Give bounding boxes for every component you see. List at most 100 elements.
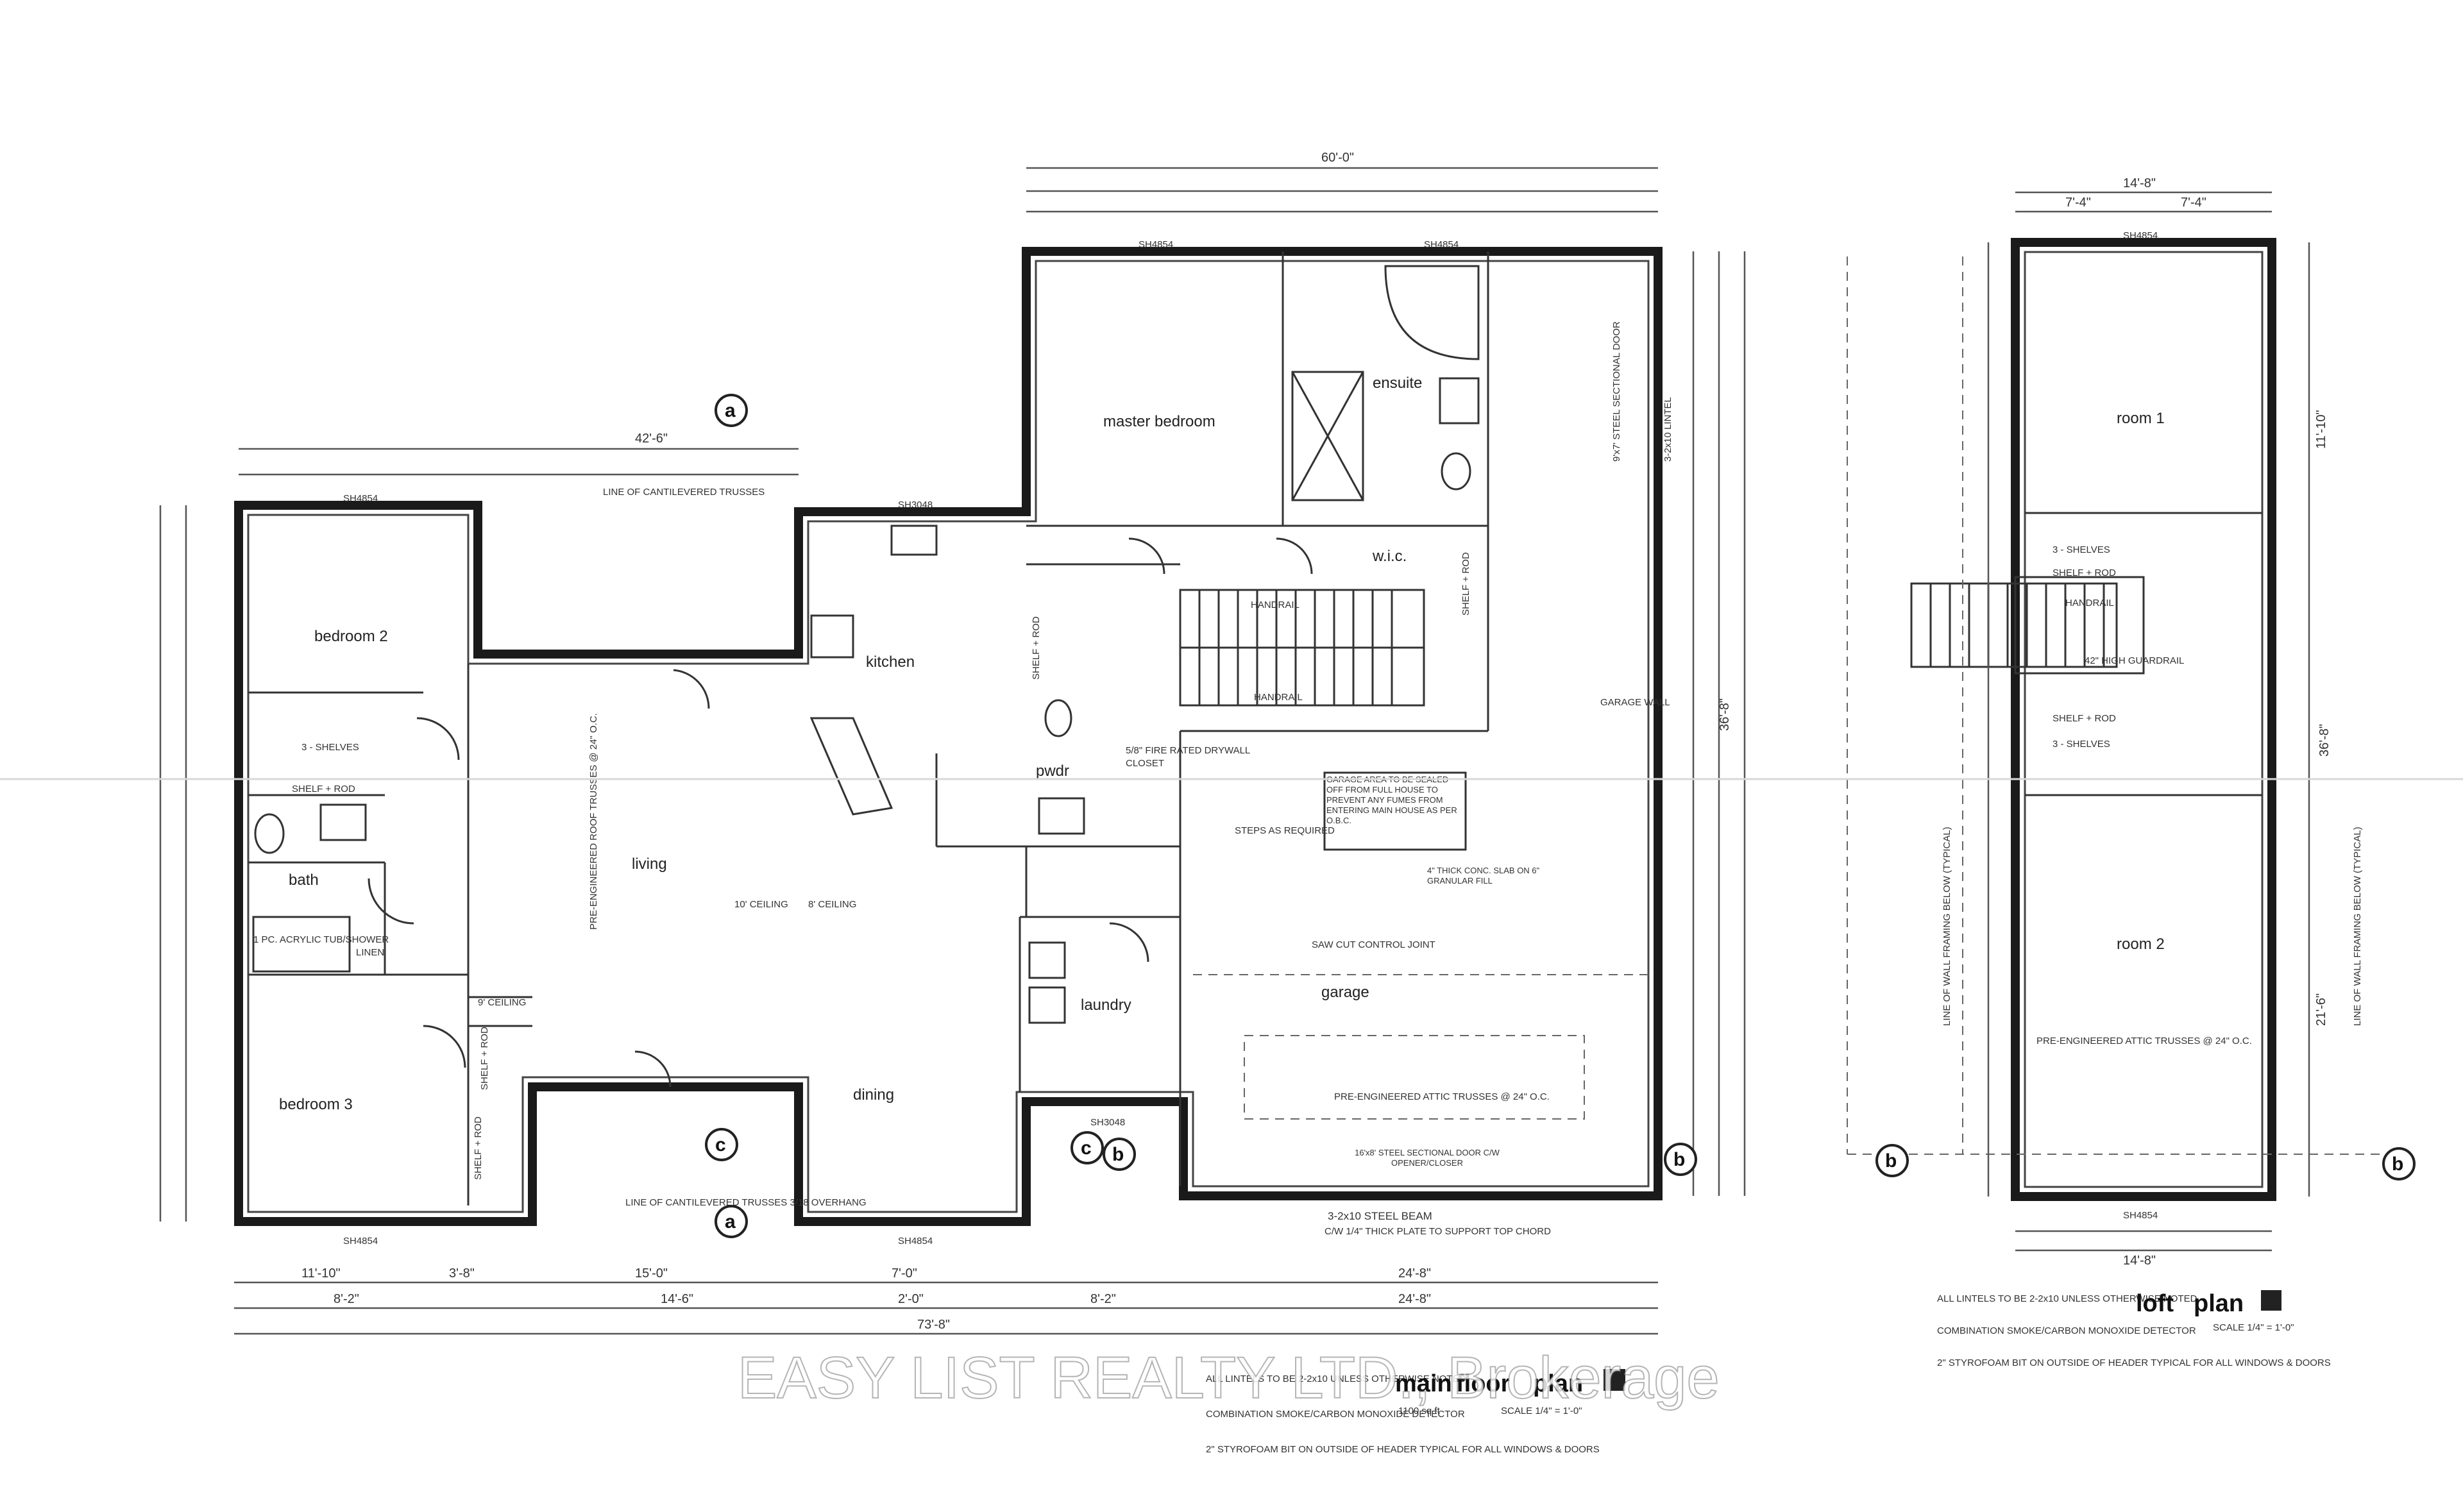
- dimension-lines: [159, 167, 1746, 1335]
- note-shelf-rod-5: SHELF + ROD: [473, 1116, 484, 1180]
- watermark: EASY LIST REALTY LTD., Brokerage: [738, 1345, 1720, 1411]
- svg-text:a: a: [725, 400, 736, 421]
- section-tag-b-mid: b: [1103, 1138, 1136, 1171]
- note-lintel: 3-2x10 LINTEL: [1663, 397, 1673, 462]
- note-beam-detail: C/W 1/4" THICK PLATE TO SUPPORT TOP CHOR…: [1325, 1226, 1551, 1237]
- note-fire-wall: 5/8" FIRE RATED DRYWALL: [1126, 745, 1250, 756]
- legend-item: ALL LINTELS TO BE 2-2x10 UNLESS OTHERWIS…: [1937, 1293, 2197, 1304]
- note-ceiling-8: 8' CEILING: [808, 899, 856, 910]
- loft-framing-lines: [1847, 256, 2386, 1155]
- svg-text:b: b: [1885, 1150, 1897, 1172]
- section-tag-a-bottom: a: [715, 1205, 748, 1238]
- note-cantilevered-top: LINE OF CANTILEVERED TRUSSES: [603, 487, 765, 498]
- note-trusses-living: PRE-ENGINEERED ROOF TRUSSES @ 24" O.C.: [588, 713, 599, 930]
- loft-title-block: loft plan SCALE 1/4" = 1'-0": [2136, 1290, 2294, 1333]
- interior-partitions: [248, 251, 1489, 1205]
- toilet-icon: [254, 813, 285, 854]
- note-shelf-rod-4: SHELF + ROD: [1460, 552, 1471, 616]
- interior-wall-line: [247, 260, 1650, 1213]
- dim-bottom-total: 73'-8": [917, 1318, 950, 1332]
- door-swings: [368, 537, 1313, 1088]
- window-label: SH4854: [1424, 239, 1459, 250]
- note-acrylic: 1 PC. ACRYLIC TUB/SHOWER: [253, 934, 389, 945]
- section-tag-a-top: a: [715, 394, 748, 427]
- kitchen-range: [810, 614, 854, 659]
- main-floor-plan: 60'-0" 42'-6" 73'-8" 11'-10" 3'-8" 15'-0…: [159, 151, 1746, 1455]
- room-wic: w.i.c.: [1372, 548, 1407, 565]
- section-tag-c-left: c: [705, 1128, 738, 1161]
- dim-bottom-seg-2: 14'-6": [661, 1292, 693, 1306]
- legend-item: 2" STYROFOAM BIT ON OUTSIDE OF HEADER TY…: [1206, 1444, 1600, 1455]
- dim-bottom-seg: 15'-0": [635, 1266, 668, 1281]
- loft-dim-side: 21'-6": [2314, 993, 2328, 1026]
- svg-text:c: c: [1081, 1138, 1092, 1159]
- note-handrail-2: HANDRAIL: [1254, 692, 1303, 703]
- legend-item: COMBINATION SMOKE/CARBON MONOXIDE DETECT…: [1206, 1409, 1465, 1420]
- loft-dimension-lines: [1987, 191, 2310, 1252]
- slab-note: 4" THICK CONC. SLAB ON 6" GRANULAR FILL: [1427, 866, 1539, 886]
- dim-bottom-seg-2: 24'-8": [1398, 1292, 1431, 1306]
- plan-scale: SCALE 1/4" = 1'-0": [1501, 1406, 1582, 1416]
- room-dining: dining: [853, 1086, 894, 1104]
- note-closet: CLOSET: [1126, 758, 1164, 769]
- dim-bottom-seg: 24'-8": [1398, 1266, 1431, 1281]
- plan-area: 1100 sq ft: [1398, 1406, 1441, 1416]
- room-master-bedroom: master bedroom: [1103, 413, 1215, 430]
- loft-note-shelves-1: 3 - SHELVES: [2052, 544, 2110, 555]
- note-ceiling-9: 9' CEILING: [478, 997, 526, 1008]
- room-powder: pwdr: [1036, 762, 1069, 780]
- loft-dim-width-bottom: 14'-8": [2123, 1254, 2156, 1268]
- loft-legend: ALL LINTELS TO BE 2-2x10 UNLESS OTHERWIS…: [1937, 1293, 2331, 1368]
- note-steps: STEPS AS REQUIRED: [1235, 825, 1335, 836]
- loft-note-guardrail: 42" HIGH GUARDRAIL: [2085, 655, 2184, 666]
- main-stairs: [1179, 589, 1425, 707]
- loft-note-shelves-2: 3 - SHELVES: [2052, 739, 2110, 750]
- room-kitchen: kitchen: [866, 653, 915, 671]
- loft-room-2: room 2: [2117, 936, 2165, 953]
- dim-garage-depth: 36'-8": [1718, 698, 1732, 731]
- window-label: SH3048: [898, 500, 933, 510]
- section-tag-c-mid: c: [1071, 1131, 1104, 1164]
- room-laundry: laundry: [1081, 996, 1131, 1014]
- dim-bottom-seg: 7'-0": [892, 1266, 917, 1281]
- loft-dim-half: 7'-4": [2181, 196, 2206, 210]
- loft-plan: 14'-8" 7'-4" 7'-4" 14'-8" 36'-8" 11'-10"…: [1847, 176, 2416, 1368]
- svg-text:b: b: [1673, 1149, 1685, 1170]
- plan-title-prefix: main: [1395, 1370, 1452, 1397]
- washer: [1028, 941, 1066, 979]
- plan-title-suffix: plan: [1533, 1370, 1583, 1397]
- svg-text:b: b: [1112, 1144, 1124, 1165]
- note-ceiling-10: 10' CEILING: [734, 899, 788, 910]
- loft-plan-scale: SCALE 1/4" = 1'-0": [2213, 1322, 2294, 1333]
- svg-text:b: b: [2392, 1154, 2403, 1175]
- toilet-icon: [1044, 699, 1072, 737]
- window-label: SH4854: [343, 493, 378, 504]
- note-sawcut: SAW CUT CONTROL JOINT: [1312, 939, 1435, 950]
- room-bedroom-2: bedroom 2: [314, 628, 388, 645]
- room-garage: garage: [1321, 984, 1369, 1001]
- note-beam: 3-2x10 STEEL BEAM: [1328, 1210, 1432, 1222]
- plumbing-fixtures: [252, 265, 1480, 1024]
- note-sec-door: 9'x7' STEEL SECTIONAL DOOR: [1611, 321, 1622, 462]
- garage-door-note: 16'x8' STEEL SECTIONAL DOOR C/W OPENER/C…: [1355, 1148, 1500, 1168]
- window-label: SH3048: [1090, 1117, 1125, 1128]
- vanity-sink: [319, 803, 367, 841]
- svg-text:a: a: [725, 1211, 736, 1232]
- kitchen-island: [809, 717, 893, 816]
- window-label: SH4854: [343, 1236, 378, 1247]
- corner-tub: [1384, 265, 1480, 360]
- dim-bottom-seg: 11'-10": [301, 1266, 341, 1281]
- loft-dim-half: 7'-4": [2065, 196, 2091, 210]
- window-label: SH4854: [898, 1236, 933, 1247]
- dim-bottom-seg: 3'-8": [449, 1266, 475, 1281]
- loft-dim-width: 14'-8": [2123, 176, 2156, 190]
- loft-note-trusses: PRE-ENGINEERED ATTIC TRUSSES @ 24" O.C.: [2036, 1036, 2252, 1046]
- note-linen: LINEN: [356, 947, 384, 958]
- note-shelf-rod-2: SHELF + ROD: [1031, 616, 1042, 680]
- room-bedroom-3: bedroom 3: [279, 1096, 353, 1113]
- loft-interior-wall-line: [2024, 251, 2264, 1188]
- garage-attic-hatch: [1244, 1035, 1585, 1120]
- kitchen-sink: [890, 525, 938, 556]
- dim-bottom-seg-2: 2'-0": [898, 1292, 924, 1306]
